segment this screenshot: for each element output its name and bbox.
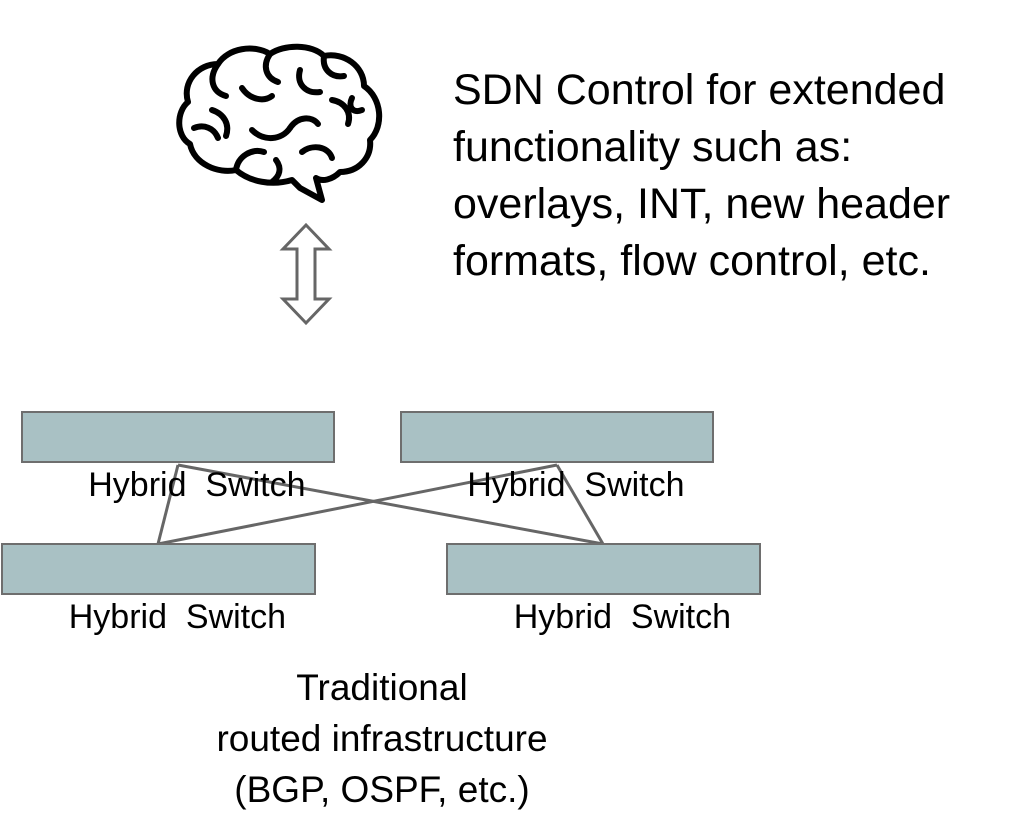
hybrid-switch-bottom-right: Hybrid Switch xyxy=(446,543,761,636)
link-top-left-to-bottom-right xyxy=(177,463,604,546)
link-top-right-to-bottom-right xyxy=(555,464,605,545)
link-top-right-to-bottom-left xyxy=(157,463,558,546)
switch-label: Hybrid Switch xyxy=(68,598,287,636)
description-line: overlays, INT, new header xyxy=(453,180,951,228)
switch-label: Hybrid Switch xyxy=(88,466,306,504)
infrastructure-caption: Traditional routed infrastructure (BGP, … xyxy=(150,662,614,815)
caption-line: (BGP, OSPF, etc.) xyxy=(234,769,530,810)
double-headed-arrow-icon xyxy=(279,222,333,326)
hybrid-switch-bottom-left: Hybrid Switch xyxy=(1,543,316,636)
hybrid-switch-top-left: Hybrid Switch xyxy=(21,411,335,504)
description-line: functionality such as: xyxy=(453,123,853,171)
description-line: SDN Control for extended xyxy=(453,66,946,114)
switch-label: Hybrid Switch xyxy=(467,466,685,504)
switch-label: Hybrid Switch xyxy=(513,598,732,636)
hybrid-switch-top-right: Hybrid Switch xyxy=(400,411,714,504)
caption-line: routed infrastructure xyxy=(216,718,548,759)
description-line: formats, flow control, etc. xyxy=(453,237,931,285)
brain-icon xyxy=(176,43,383,203)
link-top-left-to-bottom-left xyxy=(156,464,180,545)
sdn-control-description: SDN Control for extended functionality s… xyxy=(453,62,1023,290)
caption-line: Traditional xyxy=(296,667,468,708)
